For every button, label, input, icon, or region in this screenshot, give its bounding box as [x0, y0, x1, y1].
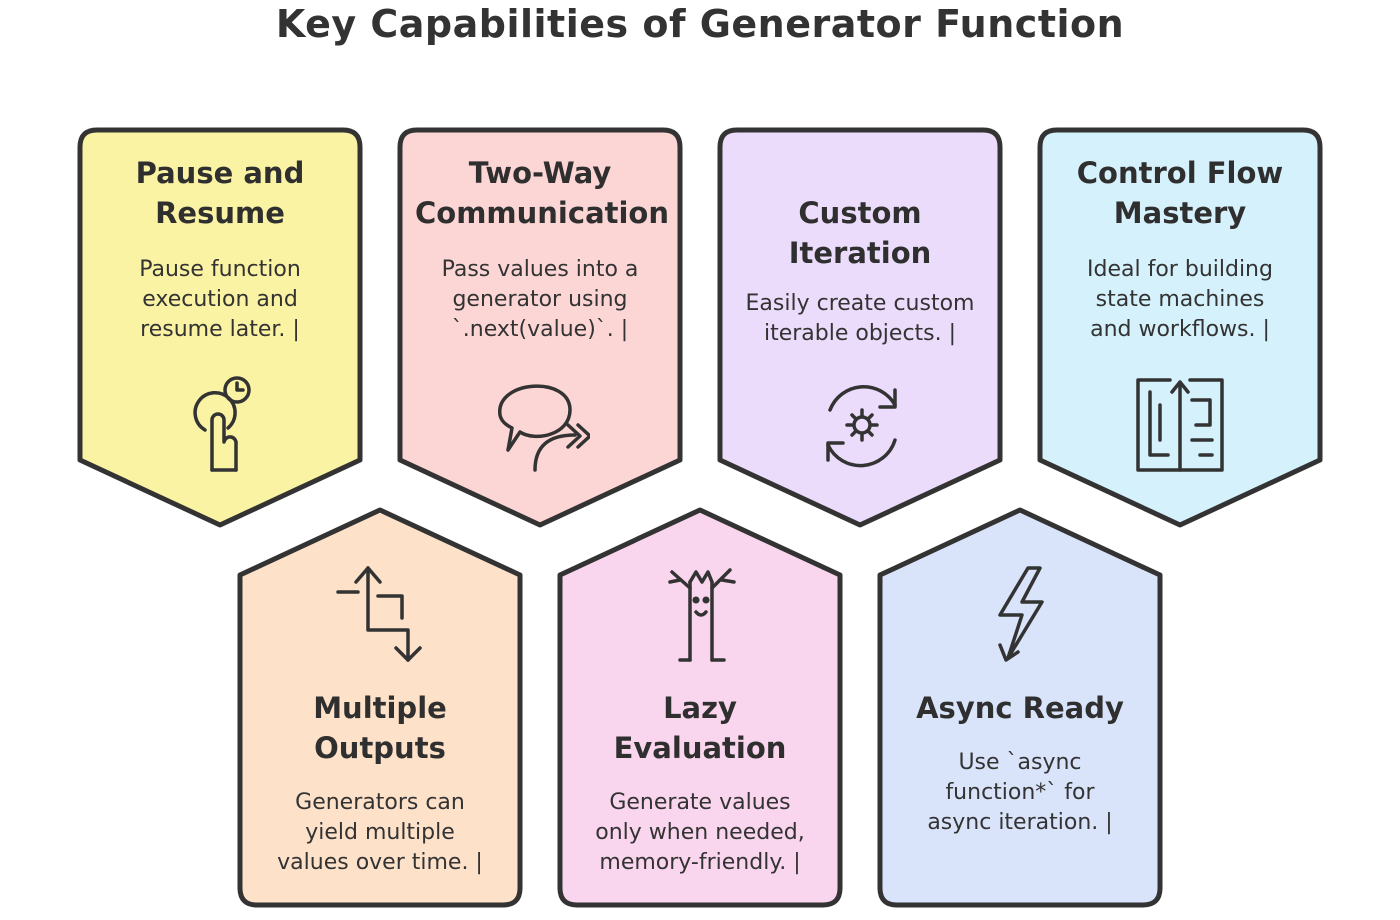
card-description: Use `async function*` for async iteratio…	[927, 750, 1113, 835]
hand-touch-clock-icon	[170, 370, 270, 480]
split-arrows-icon	[330, 560, 430, 670]
card-shape	[717, 127, 1003, 528]
cycle-gear-icon	[810, 370, 910, 480]
card-async-ready: Async Ready Use `async function*` for as…	[875, 505, 1165, 910]
lightning-bolt-icon	[970, 560, 1070, 670]
card-description: Pass values into a generator using `.nex…	[441, 257, 639, 342]
card-title: Pause and Resume	[135, 156, 305, 230]
card-shape	[237, 507, 523, 908]
card-lazy-evaluation: Lazy Evaluation Generate values only whe…	[555, 505, 845, 910]
card-description: Pause function execution and resume late…	[139, 257, 301, 342]
speech-bubble-arrows-icon	[490, 370, 592, 480]
maze-icon	[1130, 370, 1230, 480]
card-pause-resume: Pause and Resume Pause function executio…	[75, 125, 365, 530]
card-description: Ideal for building state machines and wo…	[1087, 257, 1273, 342]
card-description: Generate values only when needed, memory…	[595, 790, 805, 875]
card-control-flow: Control Flow Mastery Ideal for building …	[1035, 125, 1325, 530]
card-description: Easily create custom iterable objects. |	[745, 291, 975, 346]
lazy-tree-icon	[650, 560, 750, 670]
card-title: Lazy Evaluation	[613, 691, 787, 765]
card-title: Multiple Outputs	[313, 691, 447, 765]
card-title: Control Flow Mastery	[1076, 156, 1284, 230]
card-shape	[1037, 127, 1323, 528]
card-shape	[397, 127, 683, 528]
card-shape	[557, 507, 843, 908]
card-title: Async Ready	[916, 691, 1124, 725]
card-description: Generators can yield multiple values ove…	[277, 790, 483, 875]
card-title: Two-Way Communication	[415, 156, 670, 230]
card-title: Custom Iteration	[788, 196, 932, 270]
card-shape	[877, 507, 1163, 908]
card-two-way-communication: Two-Way Communication Pass values into a…	[395, 125, 685, 530]
page-title: Key Capabilities of Generator Function	[275, 2, 1125, 46]
card-shape	[77, 127, 363, 528]
card-multiple-outputs: Multiple Outputs Generators can yield mu…	[235, 505, 525, 910]
card-custom-iteration: Custom Iteration Easily create custom it…	[715, 125, 1005, 530]
